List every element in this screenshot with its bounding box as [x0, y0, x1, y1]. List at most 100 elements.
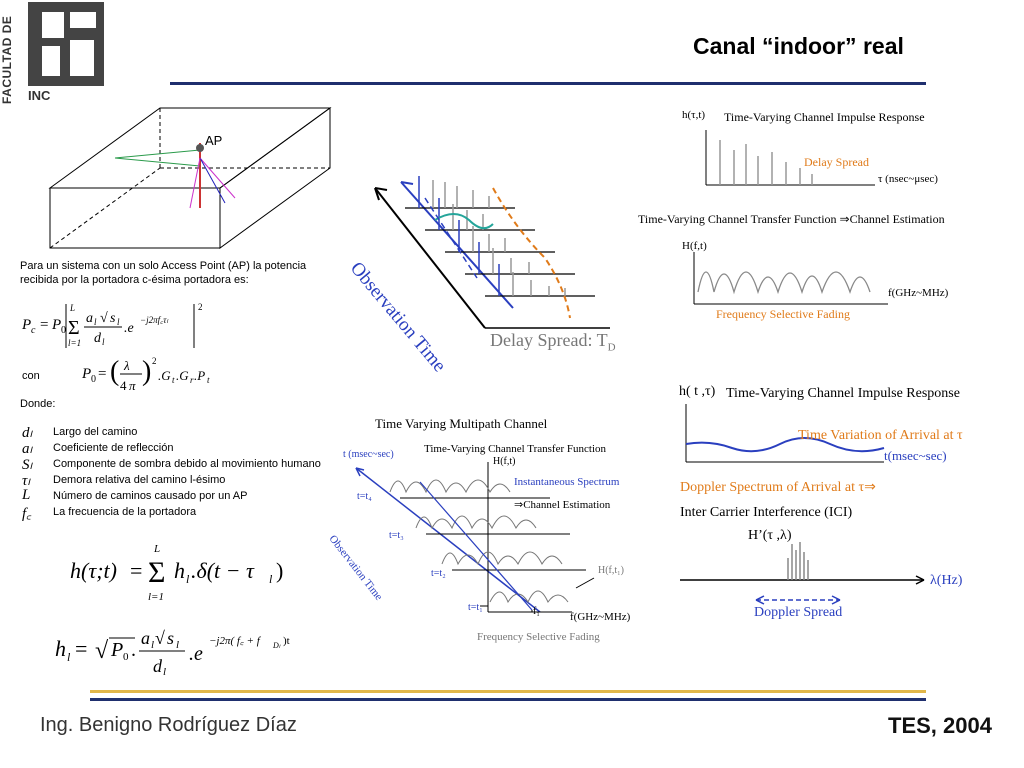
svg-text:2: 2 [198, 302, 203, 312]
svg-text:a: a [141, 628, 150, 648]
list-item: Sₗ Componente de sombra debido al movimi… [20, 455, 340, 473]
svg-text:0: 0 [61, 325, 66, 336]
header-rule [170, 82, 926, 85]
doppler-spectrum-label: Doppler Spectrum of Arrival at τ⇒ [680, 480, 876, 495]
param-desc: Número de caminos causado por un AP [53, 490, 248, 502]
impulse-axis-label: h(τ,t) [682, 109, 706, 121]
multipath-fading: Frequency Selective Fading [477, 631, 600, 643]
t-axis-label: t (msec~sec) [343, 449, 394, 460]
footer-author: Ing. Benigno Rodríguez Díaz [40, 714, 297, 736]
svg-text:0: 0 [123, 651, 129, 663]
svg-text:l: l [269, 572, 273, 586]
list-item: aₗ Coeficiente de reflección [20, 439, 340, 457]
ap-label: AP [205, 133, 223, 148]
svg-text:P: P [81, 366, 91, 382]
hft1-label: H(f,t₁) [598, 565, 624, 576]
doppler-plot [680, 542, 925, 605]
multipath-title: Time Varying Multipath Channel [375, 416, 548, 431]
svg-text:): ) [142, 356, 151, 387]
t4-label: t=t₄ [357, 491, 372, 502]
svg-text:t: t [172, 375, 175, 385]
svg-text:2: 2 [152, 356, 157, 366]
transfer-title: Time-Varying Channel Transfer Function ⇒… [638, 212, 945, 226]
svg-text:d: d [94, 331, 102, 346]
svg-text:P: P [51, 317, 61, 333]
svg-text:.e: .e [124, 321, 134, 336]
svg-text:4: 4 [120, 378, 127, 393]
param-symbol: dₗ [22, 425, 32, 441]
svg-text:P: P [110, 639, 123, 661]
svg-text:0: 0 [91, 374, 96, 385]
svg-text:h(τ;t): h(τ;t) [70, 558, 117, 583]
donde-label: Donde: [20, 398, 56, 410]
svg-text:=: = [40, 317, 48, 333]
svg-text:l: l [176, 639, 179, 651]
f-axis-label: f(GHz~MHz) [888, 287, 949, 299]
param-symbol: f꜀ [22, 506, 32, 522]
svg-text:l=1: l=1 [148, 591, 164, 603]
t3-label: t=t₃ [389, 530, 404, 541]
svg-text:l: l [94, 317, 97, 327]
param-symbol: τₗ [22, 473, 30, 489]
svg-text:(: ( [110, 356, 119, 387]
list-item: L Número de caminos causado por un AP [20, 487, 340, 503]
svg-text:l: l [102, 337, 105, 347]
footer-rule-gold [90, 690, 926, 693]
room-diagram [48, 107, 332, 249]
svg-text:λ: λ [123, 358, 130, 373]
faculty-logo: FACULTAD DE INC [0, 0, 106, 108]
svg-text:π: π [129, 378, 136, 393]
delay-spread-label: Delay Spread: TD [490, 330, 616, 354]
time-variation-label: Time Variation of Arrival at τ [798, 428, 963, 443]
param-desc: Componente de sombra debido al movimient… [53, 458, 321, 470]
t2-label: t=t₂ [431, 568, 446, 579]
list-item: f꜀ La frecuencia de la portadora [20, 503, 340, 522]
parameter-list: dₗ Largo del camino aₗ Coeficiente de re… [20, 423, 340, 522]
svg-text:s: s [167, 628, 174, 648]
channel-est: ⇒Channel Estimation [514, 499, 611, 511]
svg-text:=: = [75, 636, 87, 661]
svg-text:.P: .P [194, 368, 205, 383]
intro-text-2: recibida por la portadora c-ésima portad… [20, 274, 249, 286]
param-symbol: Sₗ [22, 457, 32, 473]
svg-text:.G: .G [158, 368, 171, 383]
lambda-axis: λ(Hz) [930, 573, 963, 588]
svg-text:L: L [69, 303, 75, 313]
t1-label: t=t₁ [468, 602, 483, 613]
f1-label: f₁ [533, 606, 540, 617]
svg-text:c: c [31, 325, 36, 336]
svg-text:d: d [153, 656, 163, 676]
svg-text:Σ: Σ [68, 317, 80, 339]
delay-spread-text-orange: Delay Spread [804, 155, 869, 169]
multipath-f-axis: f(GHz~MHz) [570, 611, 631, 623]
time-variation-plot [685, 404, 885, 463]
svg-text:−j2π( f꜀ + f: −j2π( f꜀ + f [209, 635, 262, 647]
svg-text:l: l [151, 639, 154, 651]
svg-text:.: . [131, 639, 136, 661]
list-item: τₗ Demora relativa del camino l-ésimo [20, 471, 340, 489]
con-label: con [22, 370, 40, 382]
observation-diagram [374, 176, 610, 329]
svg-text:l: l [186, 572, 190, 586]
svg-text:=: = [130, 558, 142, 583]
svg-text:l: l [67, 650, 71, 664]
h-prime-label: H’(τ ,λ) [748, 528, 792, 543]
svg-text:L: L [153, 543, 160, 555]
delay-spread-text: Delay Spread: T [490, 330, 608, 350]
svg-text:Dₗ: Dₗ [272, 641, 281, 650]
svg-text:h: h [55, 636, 66, 661]
svg-text:l: l [163, 666, 166, 678]
footer-event: TES, 2004 [888, 713, 992, 738]
impulse-title-2: Time-Varying Channel Impulse Response [726, 386, 960, 401]
svg-text:Σ: Σ [148, 556, 165, 589]
multipath-plot [355, 462, 595, 613]
param-symbol: aₗ [22, 441, 32, 457]
h-t-tau-axis: h( t ,τ) [679, 384, 716, 399]
hft-axis-label: H(f,t) [682, 240, 707, 252]
footer-rule-navy [90, 698, 926, 701]
svg-text:√: √ [95, 638, 109, 664]
svg-text:P: P [21, 317, 31, 333]
